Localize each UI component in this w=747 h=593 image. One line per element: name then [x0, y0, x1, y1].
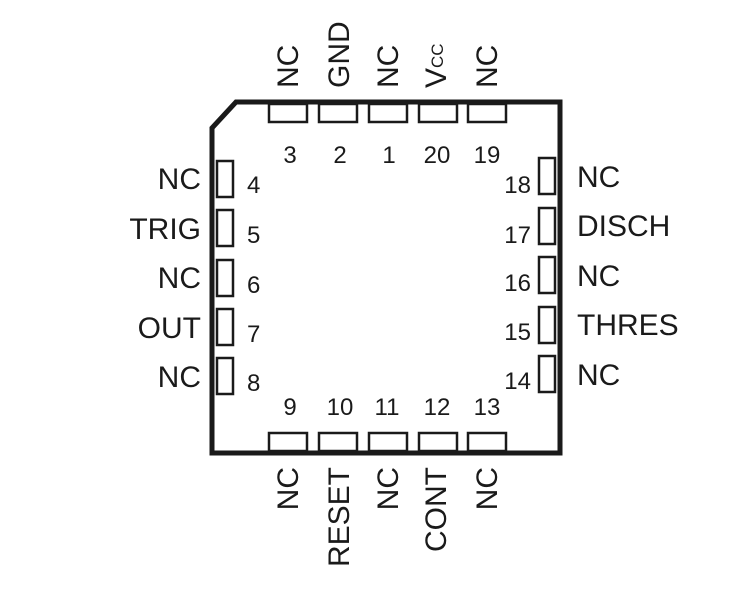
pin-name: NC	[372, 467, 405, 510]
pin-number: 10	[327, 394, 354, 421]
top-pin-numbers: 3 2 1 20 19	[283, 142, 500, 169]
pin-pad	[466, 102, 508, 124]
right-pin-numbers: 18 17 16 15 14	[504, 172, 531, 395]
pin-name: DISCH	[577, 210, 670, 243]
pin-number: 7	[247, 321, 260, 348]
pin-pad	[466, 431, 508, 453]
pin-number: 6	[247, 272, 260, 299]
pin-pad	[537, 206, 557, 246]
pin-number: 12	[424, 394, 451, 421]
pin-name: NC	[577, 359, 620, 392]
pin-number: 16	[504, 270, 531, 297]
pin-number: 2	[333, 142, 346, 169]
left-pin-pads	[215, 159, 235, 396]
pin-pad	[215, 159, 235, 199]
pin-name: CONT	[420, 467, 453, 552]
pin-name: NC	[158, 262, 201, 295]
left-pin-names: NC TRIG NC OUT NC	[129, 163, 201, 394]
pin-pad	[367, 102, 409, 124]
pin-name: TRIG	[129, 213, 201, 246]
pin-pad	[215, 208, 235, 248]
pin-name-vcc: VCC	[420, 43, 453, 88]
pin-pad	[267, 431, 309, 453]
pin-name: NC	[372, 45, 405, 88]
pin-pad	[317, 102, 359, 124]
pin-pad	[537, 255, 557, 295]
pin-number: 13	[474, 394, 501, 421]
pin-number: 19	[474, 142, 501, 169]
pin-number: 5	[247, 222, 260, 249]
pin-name: NC	[577, 260, 620, 293]
pin-name: OUT	[138, 312, 201, 345]
pin-name: NC	[158, 163, 201, 196]
pin-number: 20	[424, 142, 451, 169]
pin-number: 14	[504, 368, 531, 395]
right-pin-pads	[537, 156, 557, 394]
bottom-pin-names: NC RESET NC CONT NC	[272, 467, 504, 567]
package-body	[209, 99, 563, 456]
pin-name: NC	[471, 467, 504, 510]
pin-number: 17	[504, 222, 531, 249]
pin-pad	[417, 102, 459, 124]
pin-pad	[367, 431, 409, 453]
pin-number: 18	[504, 172, 531, 199]
pin-number: 4	[247, 172, 260, 199]
bottom-pin-numbers: 9 10 11 12 13	[283, 394, 500, 421]
pin-number: 8	[247, 370, 260, 397]
pin-pad	[417, 431, 459, 453]
top-pin-pads	[267, 102, 508, 124]
pin-pad	[215, 258, 235, 298]
pin-name: NC	[158, 361, 201, 394]
pin-name: THRES	[577, 309, 679, 342]
pin-pad	[537, 156, 557, 196]
pin-number: 11	[375, 394, 400, 421]
top-pin-names: NC GND NC VCC NC	[272, 21, 504, 88]
pin-name: NC	[272, 45, 305, 88]
pin-pad	[537, 354, 557, 394]
left-pin-numbers: 4 5 6 7 8	[247, 172, 260, 397]
pin-pad	[215, 356, 235, 396]
pin-pad	[537, 305, 557, 345]
pin-name: RESET	[323, 467, 356, 567]
pin-name: NC	[577, 161, 620, 194]
pin-name: GND	[323, 21, 356, 88]
pin-number: 3	[283, 142, 296, 169]
pin-number: 1	[382, 142, 395, 169]
pin-pad	[215, 307, 235, 347]
right-pin-names: NC DISCH NC THRES NC	[577, 161, 679, 392]
pin-name: NC	[471, 45, 504, 88]
pin-name: NC	[272, 467, 305, 510]
pin-number: 9	[283, 394, 296, 421]
pin-number: 15	[504, 319, 531, 346]
pin-pad	[267, 102, 309, 124]
pin-pad	[317, 431, 359, 453]
bottom-pin-pads	[267, 431, 508, 453]
